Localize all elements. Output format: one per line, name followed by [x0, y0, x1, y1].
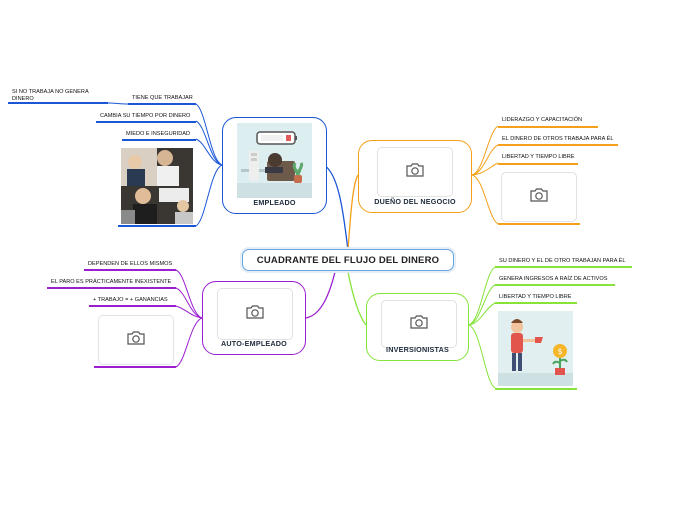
inversionistas-image-placeholder	[381, 300, 457, 348]
auto-leaf-image-placeholder	[98, 315, 174, 365]
auto-leaf-1[interactable]: DEPENDEN DE ELLOS MISMOS	[88, 261, 173, 267]
camera-icon	[406, 162, 424, 182]
auto-leaf-1-underline	[84, 269, 176, 271]
inversionistas-leaf-2-underline	[495, 284, 615, 286]
topic-dueno-title: DUEÑO DEL NEGOCIO	[374, 197, 456, 206]
auto-leaf-2-underline	[47, 287, 176, 289]
camera-icon	[246, 304, 264, 324]
auto-image-placeholder	[217, 288, 293, 340]
inversionistas-leaf-3-underline	[495, 302, 577, 304]
empleado-leaf-3-underline	[122, 139, 196, 141]
auto-leaf-3-underline	[89, 305, 176, 307]
dueno-leaf-1[interactable]: LIDERAZGO Y CAPACITACIÓN	[502, 117, 583, 123]
dueno-leaf-1-underline	[498, 126, 598, 128]
dueno-image-placeholder	[377, 147, 453, 197]
empleado-subleaf-underline	[8, 102, 108, 104]
empleado-leaf-1-underline	[128, 103, 196, 105]
inversionistas-leaf-1[interactable]: SU DINERO Y EL DE OTRO TRABAJAN PARA ÉL	[499, 258, 626, 264]
dueno-leaf-3-underline	[498, 163, 578, 165]
empleado-leaf-2[interactable]: CAMBIA SU TIEMPO POR DINERO	[100, 113, 191, 119]
inversionistas-illustration: $	[498, 311, 573, 386]
dueno-leaf-image-placeholder	[501, 172, 577, 222]
topic-inversionistas[interactable]: INVERSIONISTAS	[366, 293, 469, 361]
dueno-leaf-2-underline	[498, 144, 618, 146]
dueno-leaf-2[interactable]: EL DINERO DE OTROS TRABAJA PARA ÉL	[502, 136, 614, 142]
auto-image-underline	[94, 366, 176, 368]
inversionistas-image-underline	[495, 388, 577, 390]
topic-auto-empleado[interactable]: AUTO-EMPLEADO	[202, 281, 306, 355]
camera-icon	[127, 330, 145, 350]
inversionistas-leaf-3[interactable]: LIBERTAD Y TIEMPO LIBRE	[499, 294, 572, 300]
camera-icon	[410, 314, 428, 334]
empleado-leaf-1[interactable]: TIENE QUE TRABAJAR	[132, 95, 193, 101]
camera-icon	[530, 187, 548, 207]
empleado-photo	[121, 148, 193, 224]
empleado-photo-underline	[118, 225, 196, 227]
auto-leaf-3[interactable]: + TRABAJO = + GANANCIAS	[93, 297, 168, 303]
topic-empleado[interactable]: EMPLEADO	[222, 117, 327, 214]
empleado-illustration	[237, 123, 312, 198]
central-topic[interactable]: CUADRANTE DEL FLUJO DEL DINERO	[242, 249, 454, 271]
svg-text:$: $	[557, 347, 562, 356]
dueno-image-underline	[498, 223, 580, 225]
topic-dueno[interactable]: DUEÑO DEL NEGOCIO	[358, 140, 472, 213]
dueno-leaf-3[interactable]: LIBERTAD Y TIEMPO LIBRE	[502, 154, 575, 160]
empleado-leaf-2-underline	[96, 121, 196, 123]
topic-inversionistas-title: INVERSIONISTAS	[386, 345, 449, 354]
empleado-subleaf[interactable]: SI NO TRABAJA NO GENERA DINERO	[12, 89, 89, 102]
inversionistas-leaf-1-underline	[495, 266, 632, 268]
topic-empleado-title: EMPLEADO	[253, 198, 296, 207]
topic-auto-title: AUTO-EMPLEADO	[221, 339, 287, 348]
auto-leaf-2[interactable]: EL PARO ES PRÁCTICAMENTE INEXISTENTE	[51, 279, 172, 285]
inversionistas-leaf-2[interactable]: GENERA INGRESOS A RAÍZ DE ACTIVOS	[499, 276, 608, 282]
empleado-leaf-3[interactable]: MIEDO E INSEGURIDAD	[126, 131, 191, 137]
